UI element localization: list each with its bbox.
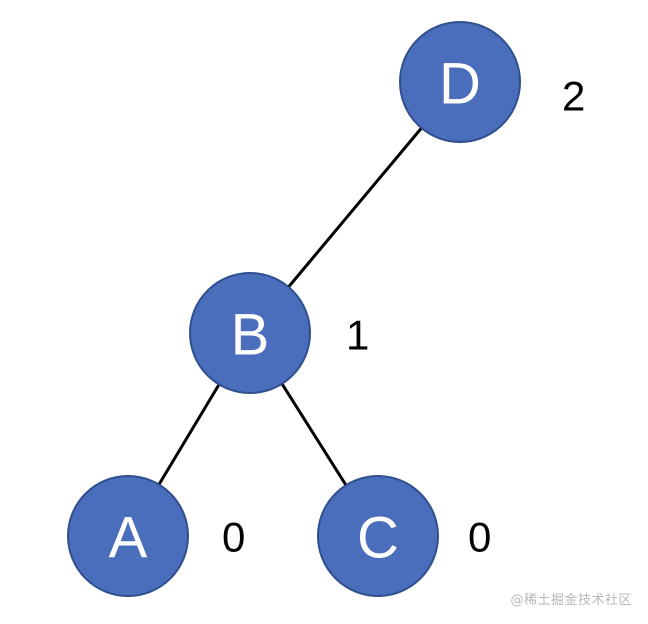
height-label-b: 1 (346, 312, 369, 359)
watermark: @稀土掘金技术社区 (510, 593, 632, 608)
height-labels-layer: 2 1 0 0 (222, 73, 585, 561)
nodes-layer: D B A C (67, 21, 521, 597)
height-label-a: 0 (222, 514, 245, 561)
node-circle-a (67, 475, 189, 597)
height-label-c: 0 (468, 514, 491, 561)
height-label-d: 2 (562, 73, 585, 120)
node-d: D (399, 21, 521, 143)
node-b: B (189, 272, 311, 394)
node-label-c: C (357, 506, 399, 571)
edge-d-b (287, 127, 423, 288)
node-circle-c (317, 475, 439, 597)
node-label-b: B (231, 303, 270, 368)
node-c: C (317, 475, 439, 597)
node-circle-b (189, 272, 311, 394)
edge-b-a (157, 383, 221, 486)
node-a: A (67, 475, 189, 597)
node-circle-d (399, 21, 521, 143)
edges-layer (157, 127, 423, 487)
edge-b-c (280, 382, 348, 487)
node-label-d: D (439, 52, 481, 117)
node-label-a: A (109, 506, 148, 571)
